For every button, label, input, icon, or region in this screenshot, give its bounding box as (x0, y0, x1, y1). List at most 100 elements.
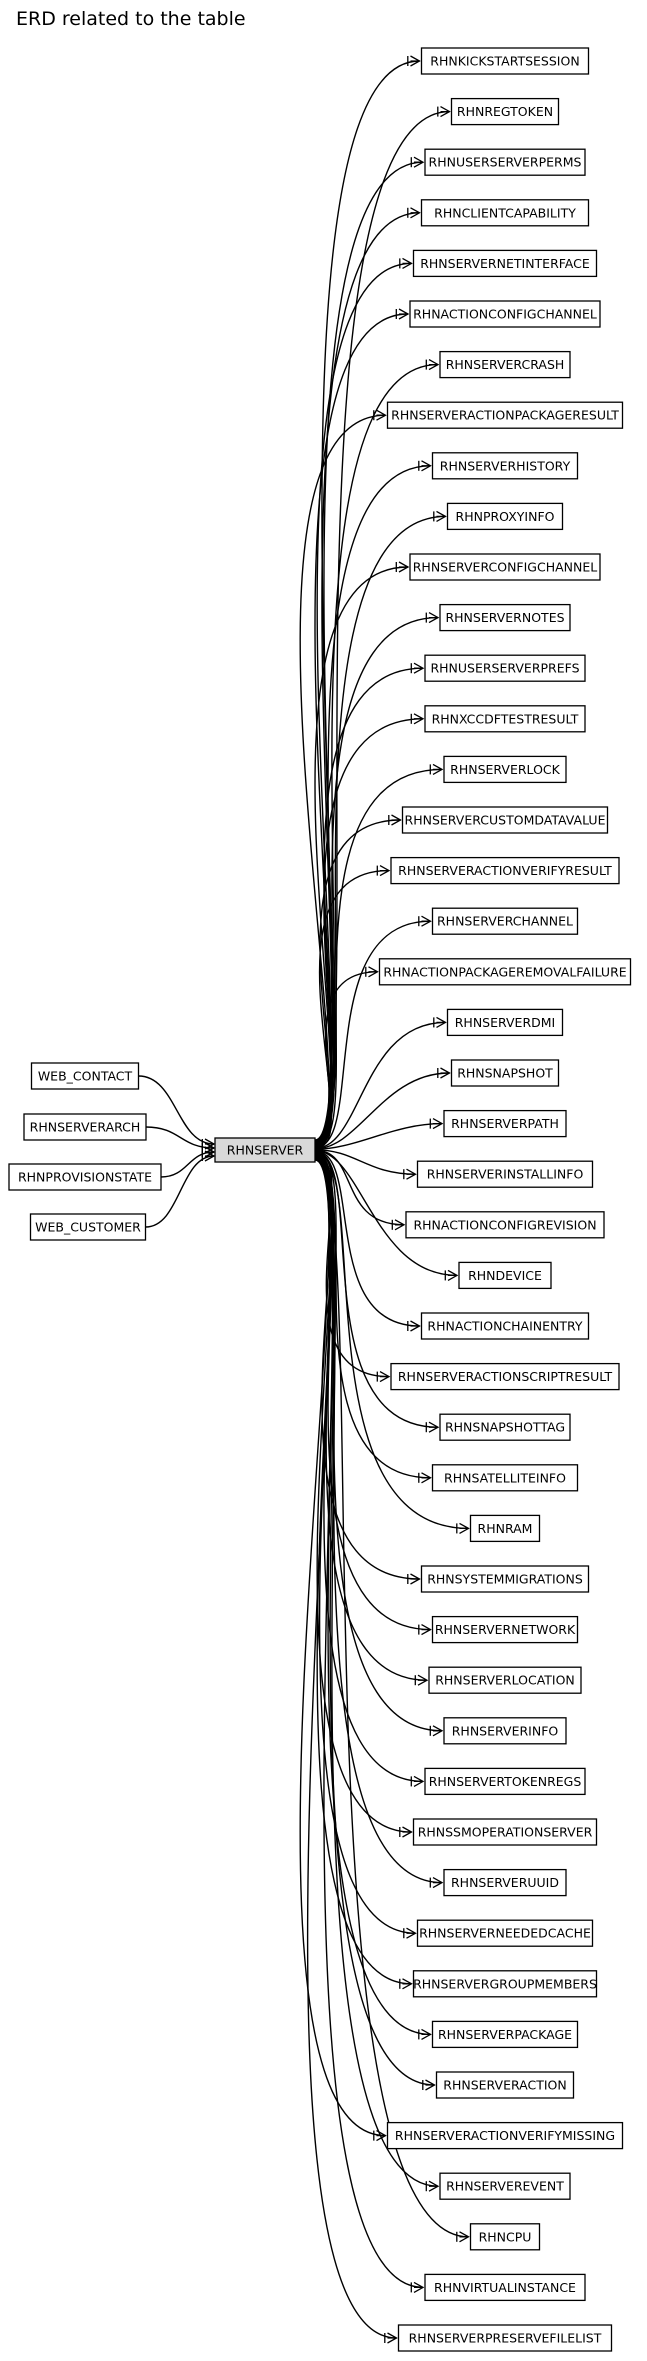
table-label: RHNSERVERCUSTOMDATAVALUE (405, 813, 606, 828)
table-rhnservernotes[interactable]: RHNSERVERNOTES (439, 603, 571, 632)
table-label: RHNCPU (479, 2229, 532, 2244)
edge-rhnserverpath (314, 1122, 443, 1151)
table-rhnsnapshottag[interactable]: RHNSNAPSHOTTAG (439, 1413, 571, 1441)
table-rhnprovisionstate[interactable]: RHNPROVISIONSTATE (8, 1163, 162, 1191)
crowfoot-icon (418, 460, 432, 472)
table-rhnserveractionpackageresult[interactable]: RHNSERVERACTIONPACKAGERESULT (386, 401, 624, 429)
table-rhnuserserverperms[interactable]: RHNUSERSERVERPERMS (424, 148, 586, 176)
edge-rhnactionchainentry (314, 1150, 420, 1327)
table-label: RHNSYSTEMMIGRATIONS (427, 1572, 583, 1587)
table-label: RHNSERVERPRESERVEFILELIST (409, 2331, 602, 2346)
table-rhnserverpackage[interactable]: RHNSERVERPACKAGE (431, 2020, 579, 2049)
table-rhnservercustomdatavalue[interactable]: RHNSERVERCUSTOMDATAVALUE (401, 806, 609, 834)
crowfoot-icon (456, 1522, 470, 1534)
edge-rhnserverdmi (314, 1021, 446, 1150)
table-box (23, 1113, 147, 1141)
table-rhnserverchannel[interactable]: RHNSERVERCHANNEL (431, 907, 579, 935)
table-rhnserverhistory[interactable]: RHNSERVERHISTORY (431, 452, 579, 480)
table-rhnservercrash[interactable]: RHNSERVERCRASH (439, 350, 571, 379)
table-rhnserveractionverifyresult[interactable]: RHNSERVERACTIONVERIFYRESULT (390, 856, 620, 885)
table-box (397, 2324, 613, 2352)
table-rhnssmoperationserver[interactable]: RHNSSMOPERATIONSERVER (412, 1818, 598, 1846)
table-rhnserverinstallinfo[interactable]: RHNSERVERINSTALLINFO (416, 1160, 594, 1188)
table-label: RHNSSMOPERATIONSERVER (418, 1825, 593, 1840)
table-rhnserverevent[interactable]: RHNSERVEREVENT (439, 2172, 571, 2200)
table-label: RHNSERVERACTION (443, 2078, 566, 2093)
table-rhnserverpreservefilelist[interactable]: RHNSERVERPRESERVEFILELIST (397, 2324, 613, 2352)
table-rhnsnapshot[interactable]: RHNSNAPSHOT (450, 1059, 560, 1087)
table-rhnserverlock[interactable]: RHNSERVERLOCK (443, 755, 567, 784)
table-rhnserverpath[interactable]: RHNSERVERPATH (443, 1109, 567, 1138)
edge-rhnram (314, 1152, 469, 1530)
table-rhnuserserverprefs[interactable]: RHNUSERSERVERPREFS (424, 654, 586, 682)
table-label: RHNPROVISIONSTATE (18, 1170, 152, 1185)
table-box (424, 148, 586, 176)
table-web-customer[interactable]: WEB_CUSTOMER (29, 1213, 147, 1241)
table-label: RHNSERVERPATH (451, 1116, 559, 1131)
crowfoot-icon (410, 662, 425, 674)
crowfoot-icon (403, 1168, 417, 1180)
table-rhnserveruuid[interactable]: RHNSERVERUUID (443, 1868, 567, 1897)
table-rhndevice[interactable]: RHNDEVICE (458, 1261, 552, 1290)
table-rhnservergroupmembers[interactable]: RHNSERVERGROUPMEMBERS (412, 1970, 598, 1998)
table-rhnactionpackageremovalfailure[interactable]: RHNACTIONPACKAGEREMOVALFAILURE (378, 958, 632, 986)
crowfoot-icon (433, 510, 447, 522)
table-rhnserverdmi[interactable]: RHNSERVERDMI (446, 1008, 564, 1037)
table-box (8, 1163, 162, 1191)
crowfoot-icon (418, 1624, 432, 1636)
table-box (412, 1970, 598, 1998)
table-label: RHNACTIONCHAINENTRY (427, 1319, 582, 1334)
table-box (431, 452, 579, 480)
table-rhnserverneededcache[interactable]: RHNSERVERNEEDEDCACHE (416, 1919, 594, 1947)
crowfoot-icon (429, 1725, 444, 1737)
table-rhnsatelliteinfo[interactable]: RHNSATELLITEINFO (431, 1464, 579, 1492)
table-box (446, 502, 564, 531)
table-rhnactionchainentry[interactable]: RHNACTIONCHAINENTRY (420, 1312, 590, 1340)
crowfoot-icon (410, 1775, 425, 1787)
table-label: WEB_CUSTOMER (35, 1220, 141, 1235)
table-label: RHNDEVICE (468, 1268, 542, 1283)
table-label: RHNSERVERACTIONVERIFYRESULT (398, 863, 612, 878)
crowfoot-icon (425, 2180, 440, 2192)
table-label: RHNPROXYINFO (456, 509, 555, 524)
table-rhnxccdftestresult[interactable]: RHNXCCDFTESTRESULT (424, 705, 586, 733)
table-rhnvirtualinstance[interactable]: RHNVIRTUALINSTANCE (424, 2273, 586, 2302)
table-rhnactionconfigrevision[interactable]: RHNACTIONCONFIGREVISION (405, 1211, 605, 1239)
table-rhnserverconfigchannel[interactable]: RHNSERVERCONFIGCHANNEL (409, 553, 601, 581)
table-box (458, 1261, 552, 1290)
table-rhnserverarch[interactable]: RHNSERVERARCH (23, 1113, 147, 1141)
table-rhnserveractionverifymissing[interactable]: RHNSERVERACTIONVERIFYMISSING (386, 2121, 624, 2150)
table-rhnservertokenregs[interactable]: RHNSERVERTOKENREGS (424, 1767, 586, 1796)
crowfoot-icon (422, 2079, 436, 2091)
table-rhnclientcapability[interactable]: RHNCLIENTCAPABILITY (420, 199, 590, 227)
table-rhnserverlocation[interactable]: RHNSERVERLOCATION (428, 1666, 582, 1694)
edge-rhncpu (314, 1158, 469, 2238)
table-rhnserveraction[interactable]: RHNSERVERACTION (435, 2071, 575, 2099)
table-rhnservernetinterface[interactable]: RHNSERVERNETINTERFACE (412, 249, 598, 278)
table-box (390, 856, 620, 885)
table-rhnserveractionscriptresult[interactable]: RHNSERVERACTIONSCRIPTRESULT (390, 1362, 620, 1391)
table-rhnkickstartsession[interactable]: RHNKICKSTARTSESSION (420, 47, 590, 75)
table-rhncpu[interactable]: RHNCPU (469, 2223, 541, 2251)
table-label: RHNREGTOKEN (457, 104, 553, 119)
table-label: RHNACTIONCONFIGREVISION (413, 1217, 596, 1232)
edge-rhnserverinstallinfo (314, 1149, 416, 1175)
crowfoot-icon (414, 1674, 429, 1686)
table-rhnservernetwork[interactable]: RHNSERVERNETWORK (431, 1615, 579, 1644)
table-label: RHNACTIONPACKAGEREMOVALFAILURE (383, 964, 626, 979)
table-box (431, 907, 579, 935)
table-rhnserverinfo[interactable]: RHNSERVERINFO (443, 1717, 567, 1745)
table-box (420, 1312, 590, 1340)
table-rhnregtoken[interactable]: RHNREGTOKEN (450, 97, 560, 126)
table-rhnram[interactable]: RHNRAM (469, 1514, 541, 1543)
table-label: RHNSERVERGROUPMEMBERS (413, 1976, 597, 1991)
table-box (386, 401, 624, 429)
table-web-contact[interactable]: WEB_CONTACT (30, 1062, 140, 1090)
table-rhnsystemmigrations[interactable]: RHNSYSTEMMIGRATIONS (420, 1565, 590, 1593)
edge-rhnserverchannel (314, 920, 431, 1149)
table-rhnproxyinfo[interactable]: RHNPROXYINFO (446, 502, 564, 531)
table-rhnactionconfigchannel[interactable]: RHNACTIONCONFIGCHANNEL (409, 300, 601, 328)
table-box (450, 97, 560, 126)
table-rhnserver[interactable]: RHNSERVER (214, 1137, 316, 1163)
crowfoot-icon (376, 865, 391, 877)
